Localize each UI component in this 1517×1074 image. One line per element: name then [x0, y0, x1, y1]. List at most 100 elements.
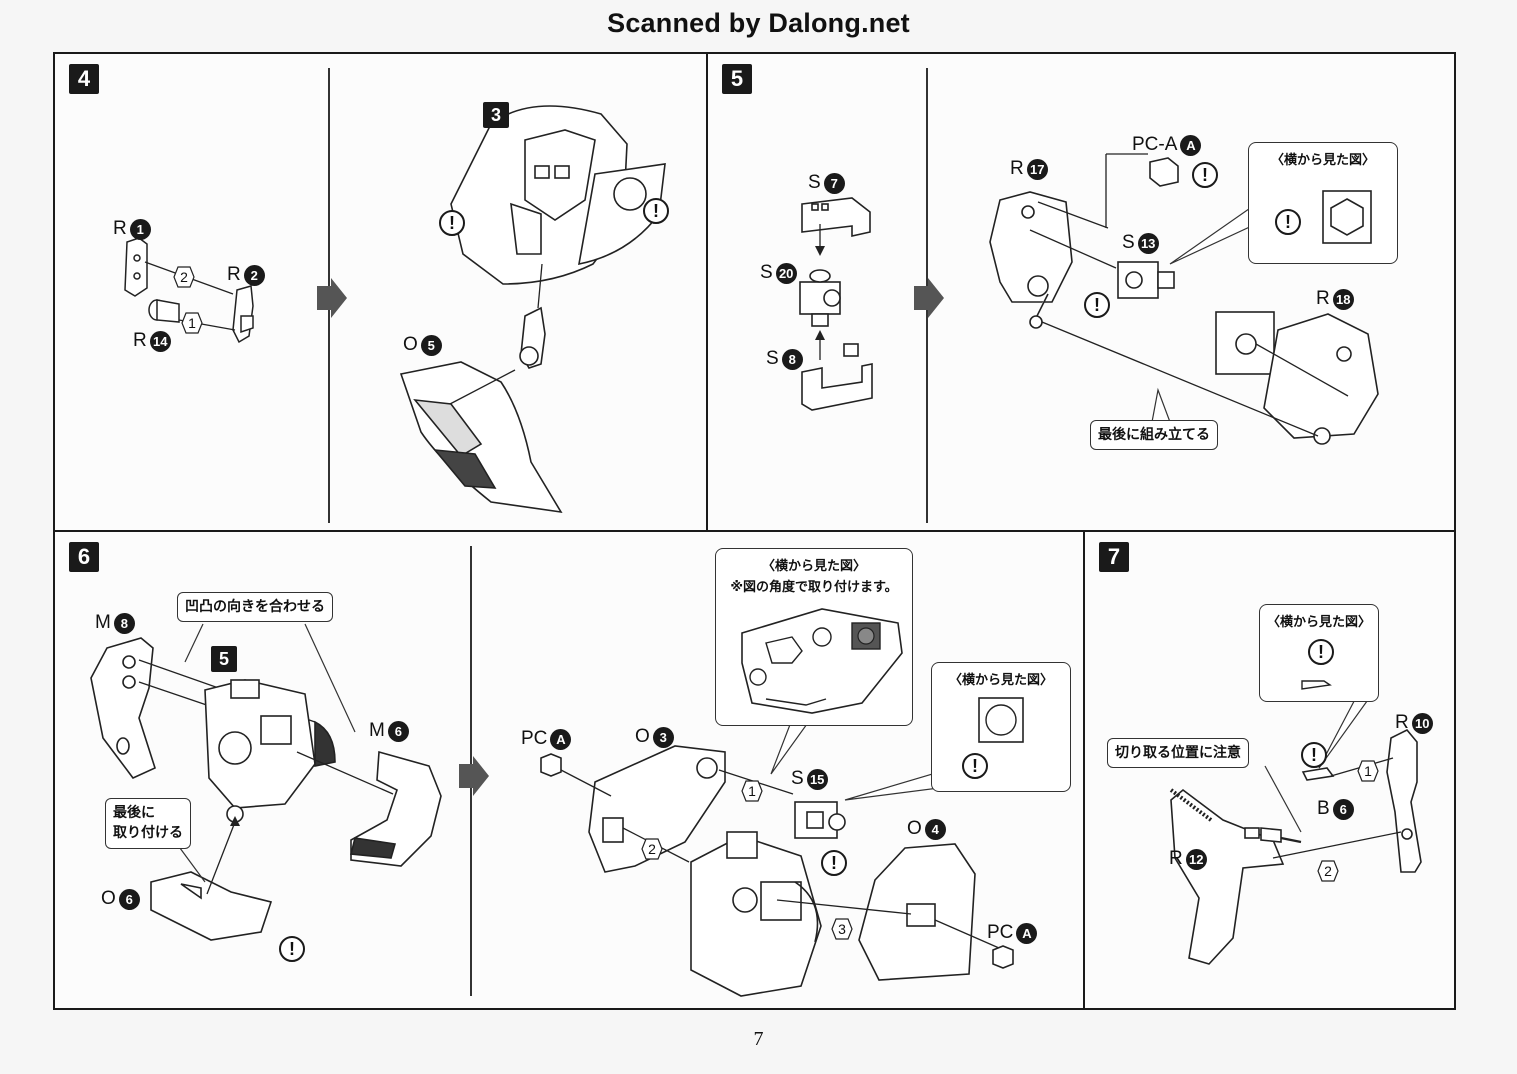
warning-icon: ! — [643, 198, 669, 224]
order-marker-2: 2 — [641, 838, 663, 860]
warning-icon: ! — [279, 936, 305, 962]
step-6-number: 6 — [69, 542, 99, 572]
step-4-illustration — [124, 105, 666, 514]
part-o5-drawing — [399, 361, 563, 514]
side-view-title: 〈横から見た図〉 — [1266, 615, 1371, 630]
part-pca-drawing — [1149, 157, 1179, 187]
part-s8-drawing — [801, 343, 873, 411]
part-s20-drawing — [799, 269, 841, 327]
side-view-callout-2: 〈横から見た図〉 ! — [931, 662, 1071, 792]
part-r10-drawing — [1386, 729, 1422, 873]
step-5-number: 5 — [722, 64, 752, 94]
order-marker-2: 2 — [1317, 860, 1339, 882]
order-marker-3: 3 — [831, 918, 853, 940]
warning-icon: ! — [1275, 209, 1301, 235]
side-view-title: 〈横から見た図〉 — [761, 559, 866, 574]
part-m6-drawing — [349, 750, 442, 867]
part-r1-drawing — [124, 237, 148, 297]
part-m8-drawing — [90, 637, 156, 779]
part-o4-drawing — [858, 843, 976, 981]
square-hole-icon — [978, 697, 1024, 743]
part-b6-drawing — [1301, 767, 1335, 781]
page-number: 7 — [753, 1028, 764, 1050]
step-7-panel: 7 〈横から見た図〉 ! 切り取る位置に注意 R — [1083, 530, 1456, 1010]
attach-last-note: 最後に 取り付ける — [105, 798, 191, 849]
align-note: 凹凸の向きを合わせる — [177, 592, 333, 623]
part-assembly-5-drawing — [204, 679, 336, 823]
warning-icon: ! — [1084, 292, 1110, 318]
part-o6-drawing — [150, 871, 273, 941]
part-side-icon — [1301, 680, 1332, 690]
warning-icon: ! — [962, 753, 988, 779]
next-arrow-icon — [914, 278, 944, 318]
scan-credit-header: Scanned by Dalong.net — [607, 8, 910, 38]
part-assembly-3-drawing — [450, 105, 666, 285]
hexagon-icon — [1322, 190, 1372, 244]
side-view-title: 〈横から見た図〉 — [948, 673, 1053, 688]
warning-icon: ! — [1301, 742, 1327, 768]
warning-icon: ! — [439, 210, 465, 236]
order-marker-1: 1 — [181, 312, 203, 334]
part-r14-drawing — [148, 299, 180, 323]
warning-icon: ! — [1308, 639, 1334, 665]
side-view-callout-1: 〈横から見た図〉 ※図の角度で取り付けます。 — [715, 548, 913, 726]
order-marker-1: 1 — [741, 780, 763, 802]
side-view-title: 〈横から見た図〉 — [1270, 153, 1375, 168]
step-6-illustration — [90, 623, 1014, 997]
step-4-panel: 4 — [53, 52, 708, 532]
step-6-panel: 6 — [53, 530, 1085, 1010]
part-s13-drawing — [1117, 261, 1175, 299]
part-s15-drawing — [794, 801, 846, 839]
side-view-callout: 〈横から見た図〉 ! — [1248, 142, 1398, 264]
warning-icon: ! — [821, 850, 847, 876]
part-r17-drawing — [989, 191, 1073, 329]
step-6-ref-5: 5 — [211, 646, 237, 672]
assemble-last-note: 最後に組み立てる — [1090, 420, 1218, 451]
cut-position-note: 切り取る位置に注意 — [1107, 738, 1249, 769]
next-arrow-icon — [459, 756, 489, 796]
step-7-number: 7 — [1099, 542, 1129, 572]
side-view-subtitle: ※図の角度で取り付けます。 — [730, 580, 898, 595]
part-arm-drawing — [519, 306, 546, 369]
side-view-1-drawing — [741, 608, 903, 714]
part-o3-drawing — [588, 745, 726, 873]
part-r12-drawing — [1169, 788, 1302, 965]
step-7-illustration — [1169, 687, 1422, 965]
part-r2-drawing — [232, 285, 254, 344]
warning-icon: ! — [1192, 162, 1218, 188]
part-r18-drawing — [1215, 311, 1379, 445]
order-marker-2: 2 — [173, 266, 195, 288]
part-pca-nut2-drawing — [992, 945, 1014, 969]
step-5-panel: 5 — [706, 52, 1456, 532]
part-s7-drawing — [801, 197, 871, 237]
step-4-number: 4 — [69, 64, 99, 94]
next-arrow-icon — [317, 278, 347, 318]
part-main-body-drawing — [690, 831, 822, 997]
part-pca-nut-drawing — [540, 753, 562, 777]
order-marker-1: 1 — [1357, 760, 1379, 782]
side-view-callout: 〈横から見た図〉 ! — [1259, 604, 1379, 702]
step-4-ref-3: 3 — [483, 102, 509, 128]
